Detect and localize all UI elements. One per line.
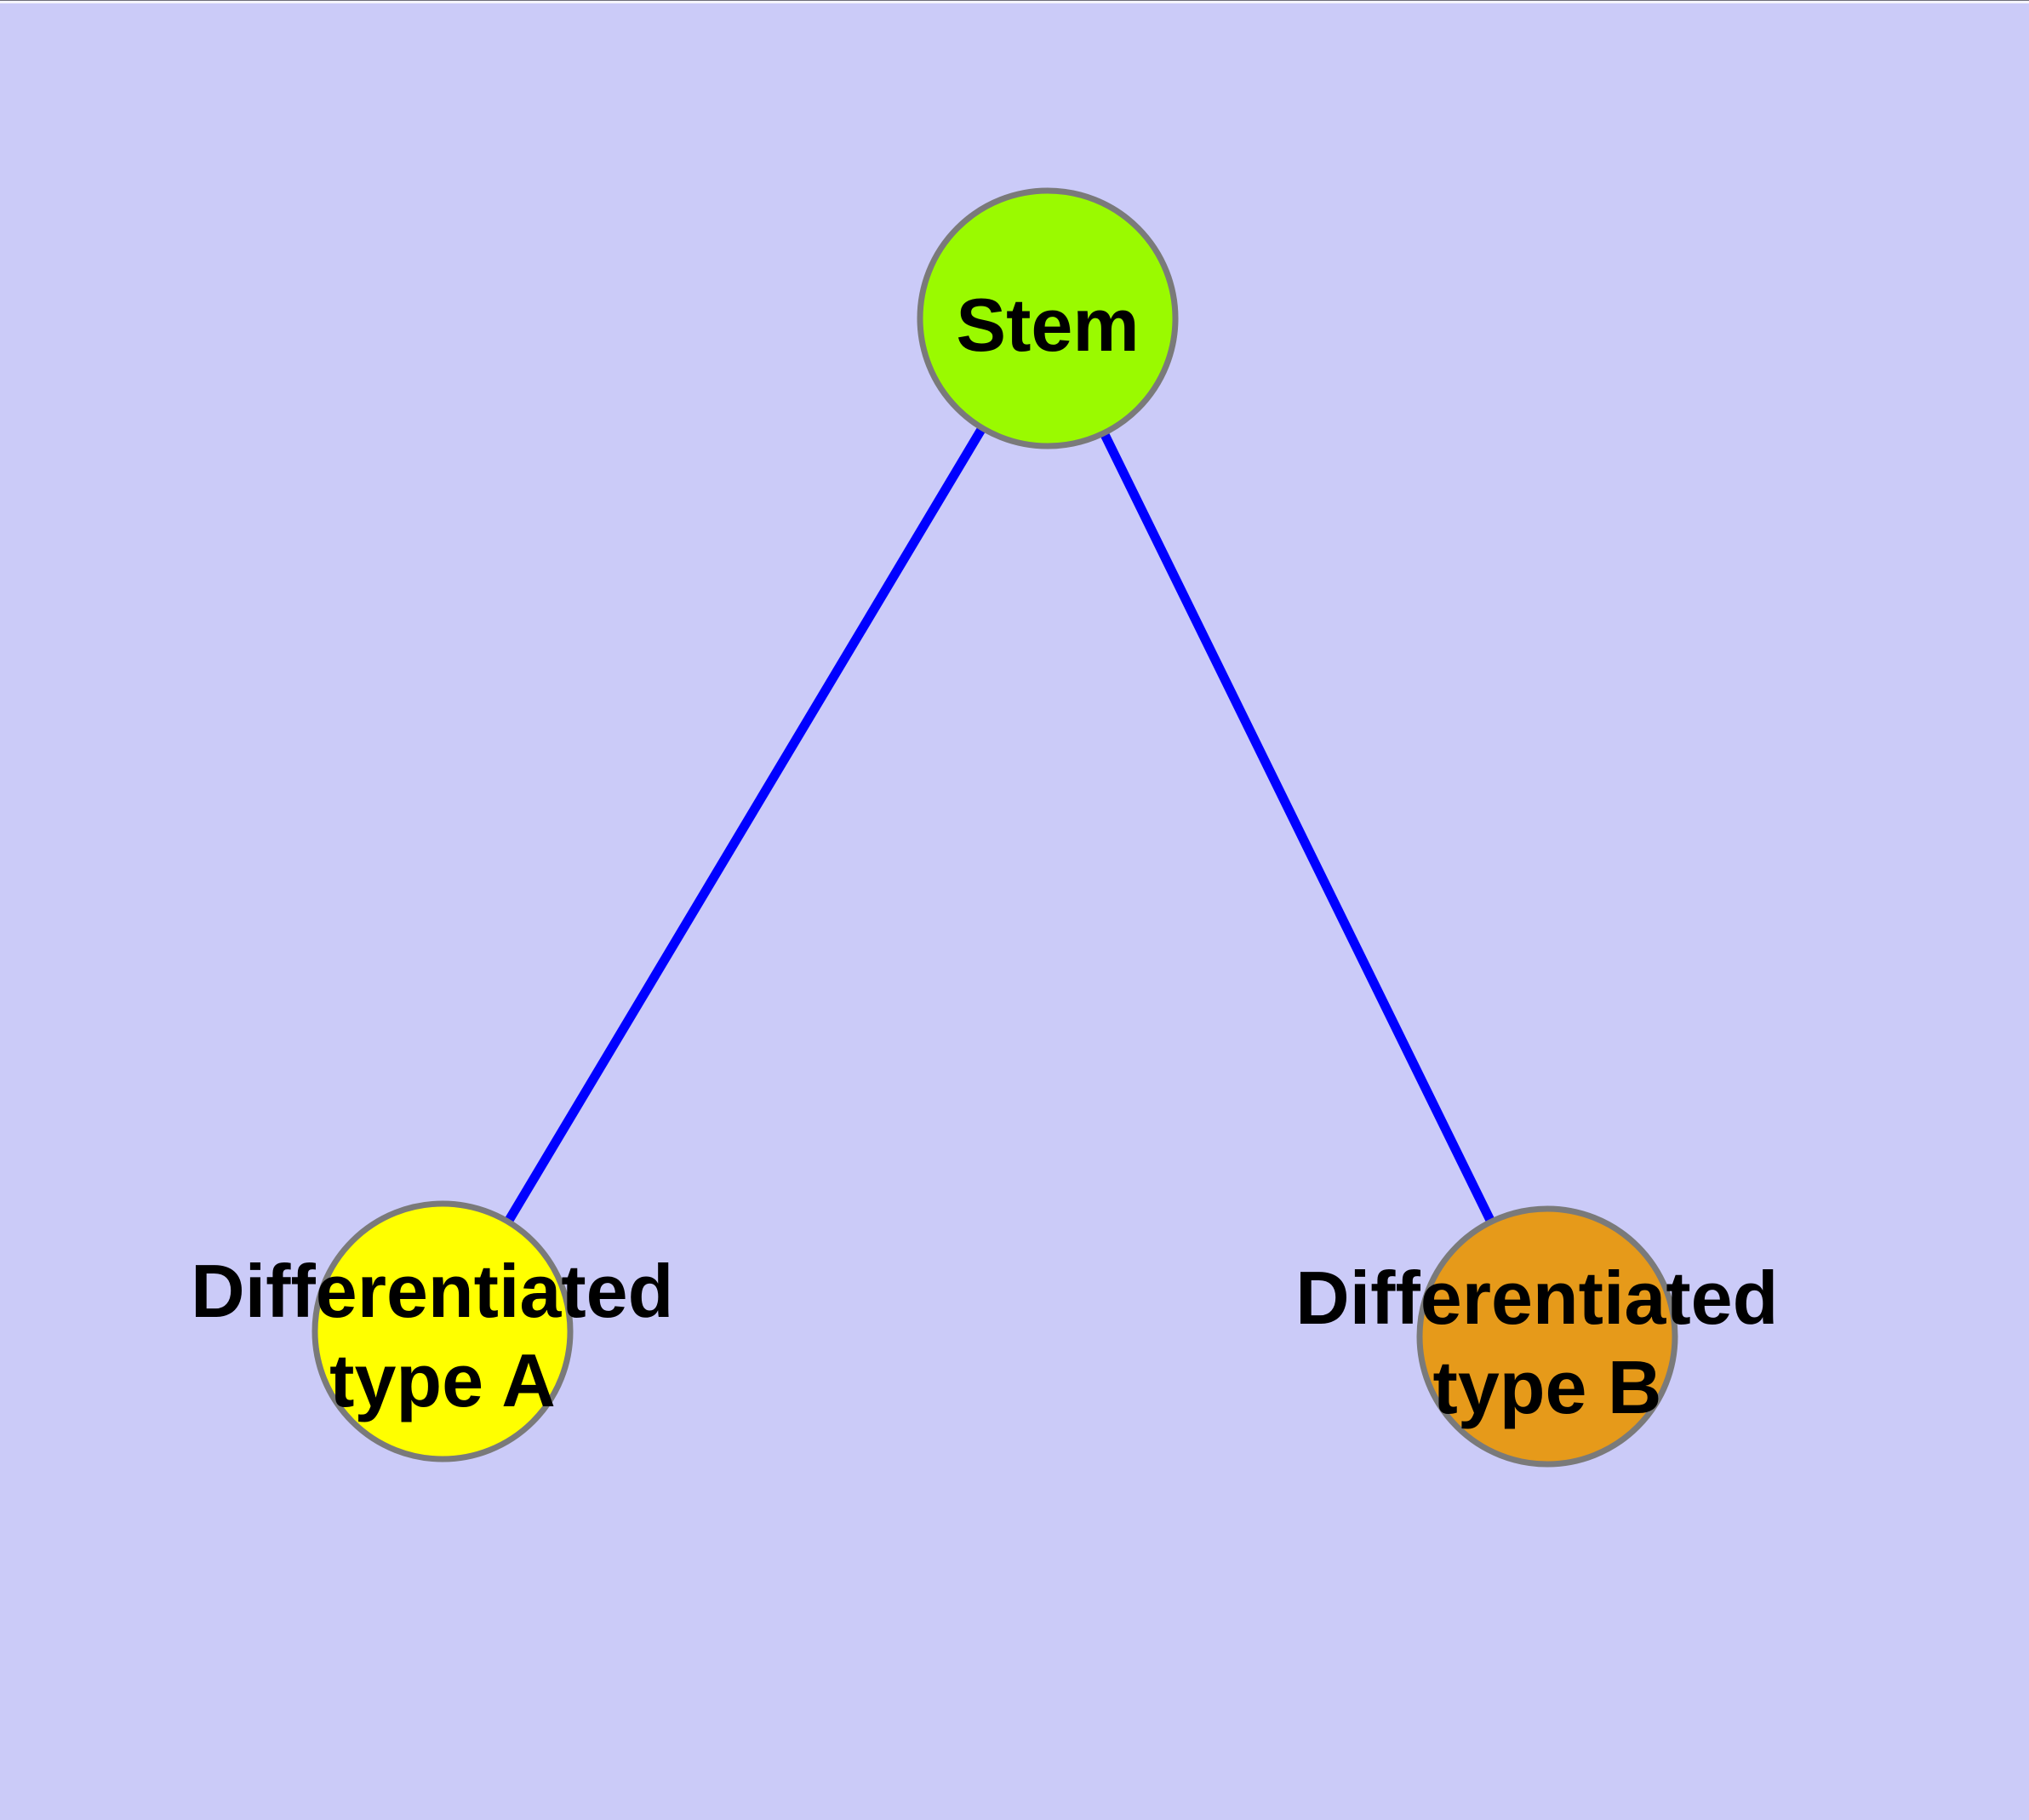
- node-differentiated-type-b-label: Differentiated type B: [1295, 1256, 1799, 1429]
- node-differentiated-type-a-circle: [311, 1200, 574, 1462]
- node-differentiated-type-b-circle: [1416, 1205, 1678, 1468]
- node-differentiated-type-a-label: Differentiated type A: [191, 1249, 694, 1422]
- node-stem-label-line: Stem: [956, 283, 1139, 367]
- node-differentiated-type-a-label-line-1: Differentiated: [191, 1249, 673, 1333]
- edge-stem-to-type-b: [1043, 316, 1552, 1339]
- node-differentiated-type-b-label-line-2: type B: [1433, 1345, 1662, 1429]
- node-differentiated-type-a-label-line-2: type A: [329, 1338, 556, 1422]
- node-stem-label: Stem: [956, 283, 1139, 367]
- window-top-edge: [0, 0, 2029, 3]
- node-stem-circle: [917, 187, 1179, 449]
- node-differentiated-type-b-label-line-1: Differentiated: [1295, 1256, 1778, 1340]
- edge-stem-to-type-a: [438, 316, 1052, 1334]
